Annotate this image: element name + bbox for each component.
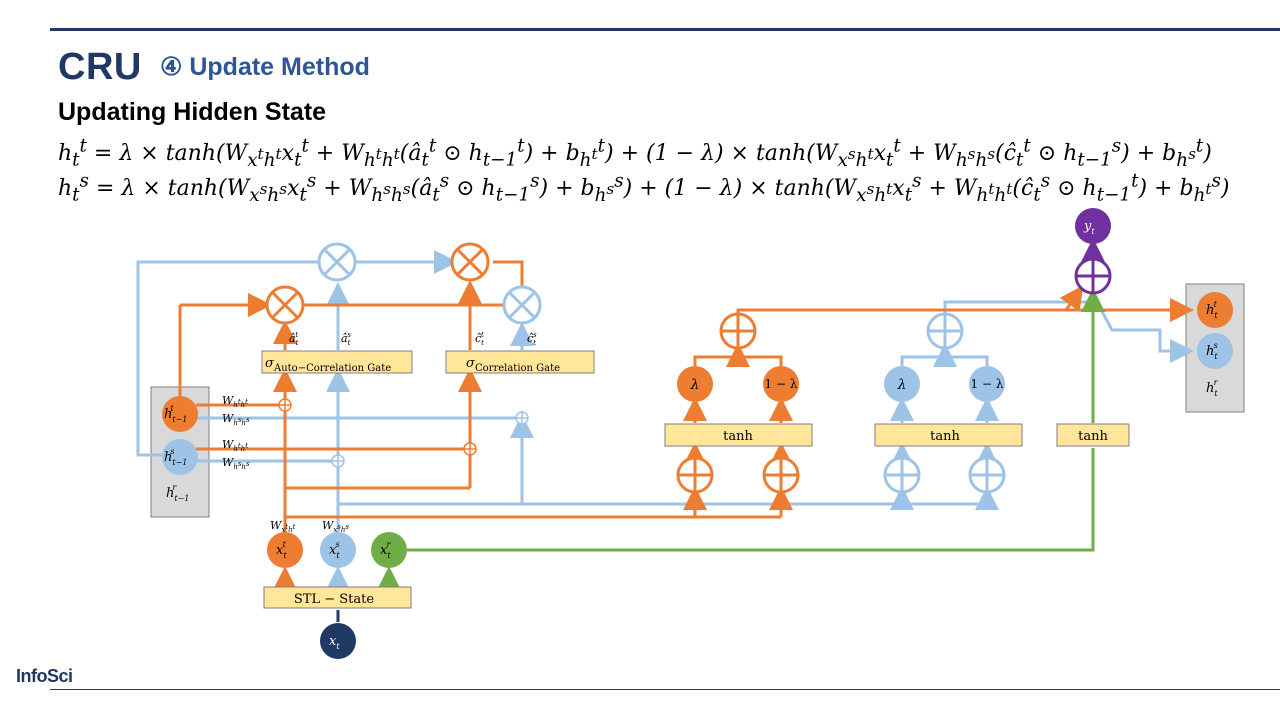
h-prev-t: ht−1t — [164, 404, 187, 424]
equation-ht: htt = λ × tanh(Wxthtxtt + Whtht(âtt ⊙ ht… — [58, 136, 1212, 171]
weight-xtht: Wxtht — [270, 519, 296, 534]
auto-correlation-gate: σ Auto−Correlation Gate — [261, 350, 413, 374]
c-t-label: ĉtt — [475, 331, 484, 347]
x-t-residual: xtr — [380, 540, 392, 560]
footer-rule — [50, 689, 1280, 690]
infosci-logo: InfoSci — [16, 666, 73, 686]
one-minus-lambda-blue: 1 − λ — [971, 377, 1004, 391]
corr-gate-sigma: σ — [466, 356, 476, 371]
tanh-label-1: tanh — [723, 429, 753, 444]
lambda-blue: λ — [897, 377, 907, 393]
small-plus-icon — [331, 454, 345, 468]
auto-gate-label: Auto−Correlation Gate — [273, 363, 391, 374]
tanh-label-3: tanh — [1078, 429, 1108, 444]
stl-state-label: STL − State — [294, 592, 374, 607]
small-sum-junctions — [278, 398, 529, 468]
equation-ht-text: htt = λ × tanh(Wxthtxtt + Whtht(âtt ⊙ ht… — [58, 136, 1212, 171]
weight-labels: Whtht Whshs Whtht Whshs Wxtht Wxshs — [222, 394, 349, 534]
x-t-input: xt — [329, 634, 340, 651]
a-s-label: âts — [341, 331, 351, 347]
weight-htht-2: Whtht — [222, 438, 248, 453]
tanh-label-2: tanh — [930, 429, 960, 444]
auto-gate-sigma: σ — [265, 356, 275, 371]
weight-xshs: Wxshs — [322, 519, 349, 534]
plus-icon — [719, 312, 757, 350]
current-state-nodes: htt hts htr — [1197, 292, 1233, 398]
blue-flow-lines — [136, 250, 1194, 533]
io-nodes: xt yt — [320, 208, 1111, 659]
multiply-icon — [502, 285, 542, 325]
plus-icon — [926, 312, 964, 350]
plus-icon — [762, 456, 800, 494]
stl-state-box — [263, 586, 412, 609]
a-t-label: âtt — [289, 331, 299, 347]
h-prev-r: ht−1r — [166, 483, 189, 503]
input-component-nodes: xtt xts xtr — [267, 532, 407, 568]
small-plus-icon — [278, 398, 292, 412]
multiply-icon — [265, 285, 305, 325]
plus-icon — [1074, 257, 1112, 295]
plus-icon — [676, 456, 714, 494]
y-t-output: yt — [1083, 219, 1095, 236]
plus-icon — [968, 456, 1006, 494]
h-prev-s: ht−1s — [164, 447, 187, 467]
lambda-nodes: λ 1 − λ λ 1 − λ — [677, 366, 1005, 402]
gate-output-labels: âtt âts ĉtt ĉts — [289, 331, 537, 347]
lambda-orange: λ — [690, 377, 700, 393]
multiply-icon — [450, 242, 490, 282]
section-title: Updating Hidden State — [58, 98, 327, 126]
weight-hshs-2: Whshs — [222, 456, 250, 471]
h-curr-s: hts — [1206, 341, 1218, 361]
small-plus-icon — [515, 411, 529, 425]
previous-state-nodes: ht−1t ht−1s ht−1r — [162, 396, 198, 503]
x-t-trend: xtt — [276, 540, 287, 560]
multiply-icon — [317, 242, 357, 282]
equation-hs: hts = λ × tanh(Wxshsxts + Whshs(âts ⊙ ht… — [58, 171, 1230, 206]
equation-hs-text: hts = λ × tanh(Wxshsxts + Whshs(âts ⊙ ht… — [58, 171, 1230, 206]
weight-hshs: Whshs — [222, 412, 250, 427]
h-curr-r: htr — [1206, 378, 1219, 398]
h-curr-t: htt — [1206, 300, 1218, 320]
weight-htht: Whtht — [222, 394, 248, 409]
small-plus-icon — [463, 442, 477, 456]
correlation-gate: σ Correlation Gate — [445, 350, 595, 374]
sum-nodes — [676, 257, 1112, 494]
page-subtitle: ④ Update Method — [160, 53, 370, 81]
multiply-nodes — [265, 242, 542, 325]
x-t-seasonal: xts — [329, 540, 340, 560]
tanh-boxes: tanh tanh tanh — [664, 423, 1130, 447]
plus-icon — [883, 456, 921, 494]
one-minus-lambda-orange: 1 − λ — [765, 377, 798, 391]
c-s-label: ĉts — [527, 331, 537, 347]
page-title: CRU — [58, 46, 142, 88]
header-rule — [50, 28, 1280, 31]
corr-gate-label: Correlation Gate — [475, 363, 560, 374]
